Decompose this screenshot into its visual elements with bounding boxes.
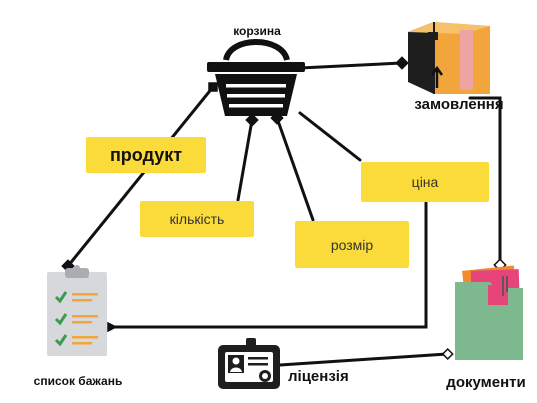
basket-label: корзина (233, 24, 281, 38)
product-node: продукт (86, 137, 206, 173)
shopping-basket-icon (207, 39, 305, 116)
license-label: ліцензія (288, 368, 349, 385)
edge-price-wishlist (110, 201, 428, 329)
edge-basket-price (298, 111, 362, 162)
edge-order-documents (468, 96, 502, 267)
wishlist-label: список бажань (33, 374, 123, 388)
id-badge-icon (218, 338, 280, 389)
edge-basket-order (298, 61, 404, 70)
checklist-clipboard-icon (47, 265, 107, 356)
quantity-node: кількість (140, 201, 254, 237)
edge-basket-quantity (236, 118, 254, 202)
edge-basket-product-wishlist (66, 85, 215, 268)
connectors (66, 61, 502, 367)
edge-basket-size (275, 116, 315, 222)
price-node: ціна (361, 162, 489, 202)
edge-license-documents (278, 352, 449, 367)
package-box-icon (408, 22, 490, 94)
folders-icon (455, 265, 523, 360)
size-node: розмір (295, 221, 409, 268)
edge-markers (61, 56, 507, 361)
documents-label: документи (446, 374, 526, 391)
order-label: замовлення (414, 96, 504, 113)
